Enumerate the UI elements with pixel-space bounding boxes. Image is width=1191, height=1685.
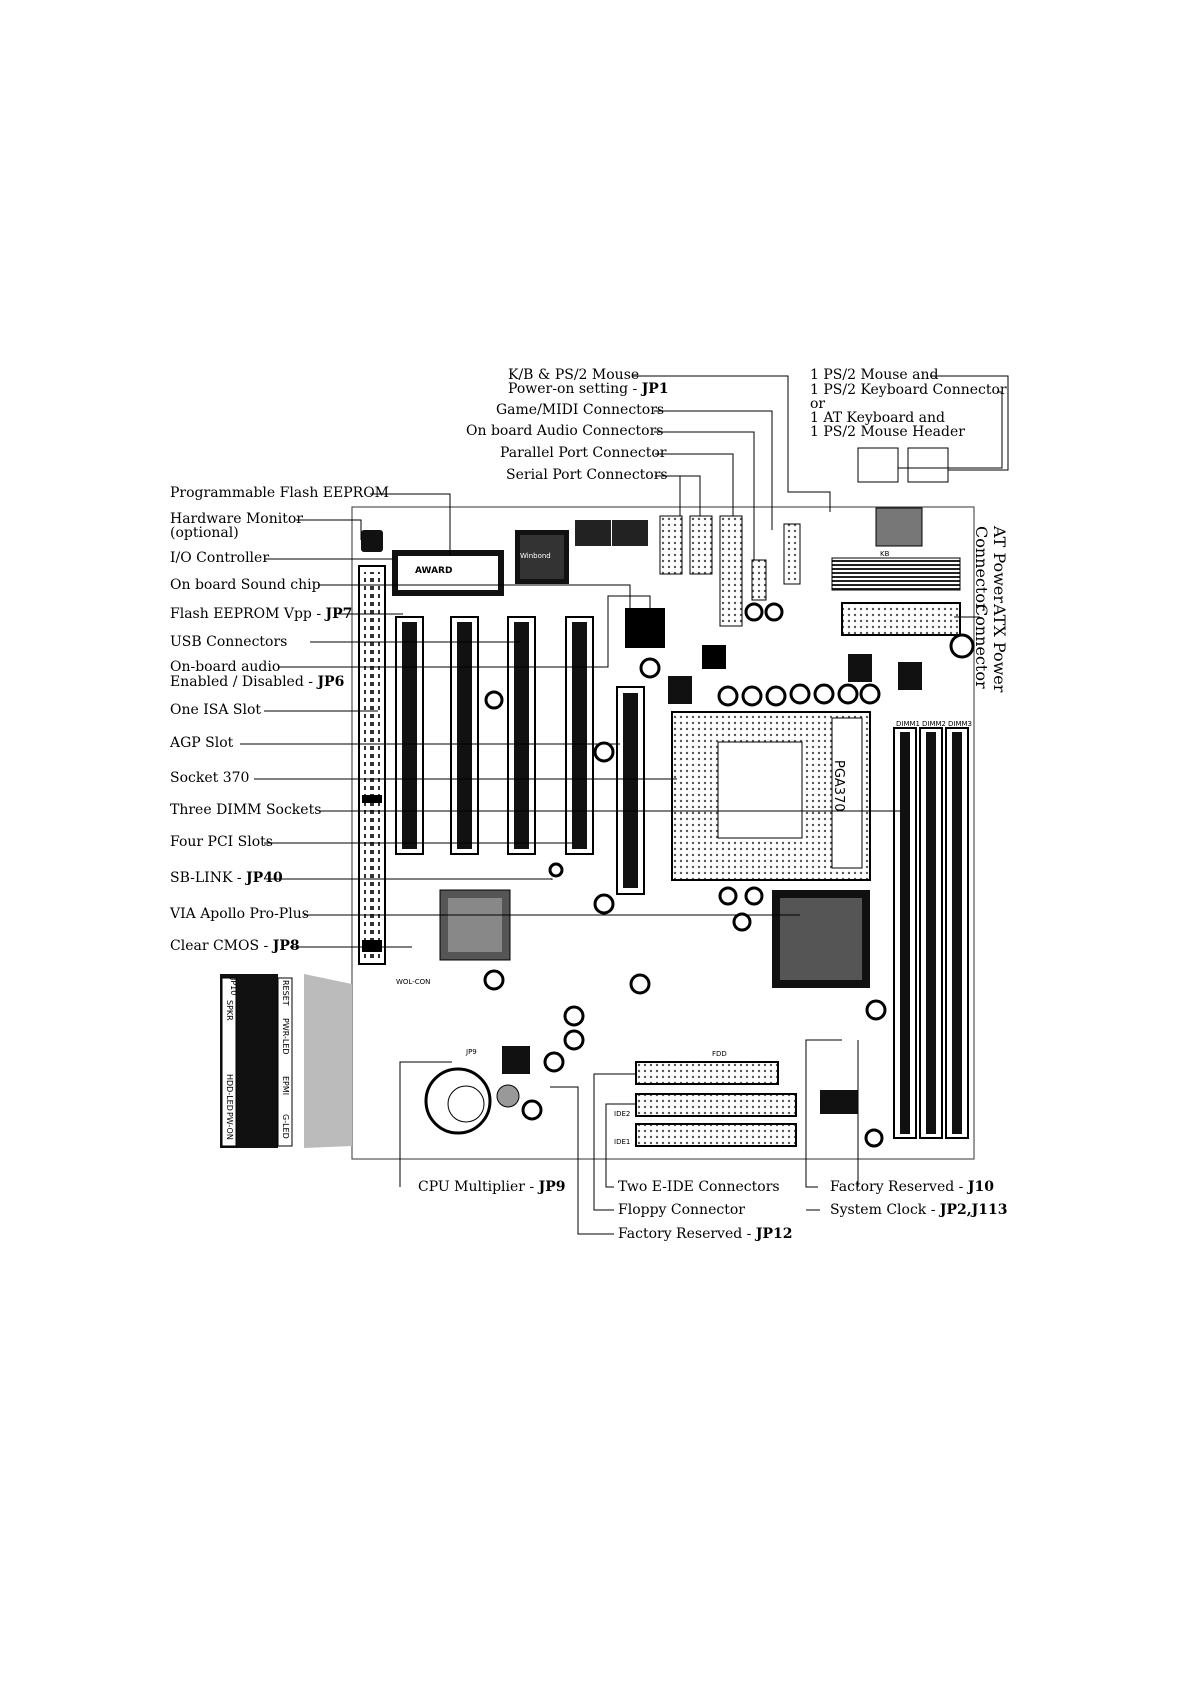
label-socket-370: Socket 370 <box>170 770 250 786</box>
label-at-power: AT Power <box>990 526 1009 603</box>
agp-slot <box>616 686 645 895</box>
isa-slot <box>358 565 386 965</box>
winbond-text: Winbond <box>520 552 551 560</box>
dimm2-text: DIMM2 <box>922 720 946 728</box>
label-ps2-1: 1 PS/2 Mouse and <box>810 367 939 383</box>
label-via-apollo: VIA Apollo Pro-Plus <box>170 906 309 922</box>
label-at-power-connector: Connector <box>972 526 991 611</box>
wol-text: WOL-CON <box>396 978 431 986</box>
label-sblink: SB-LINK - JP40 <box>170 870 283 886</box>
pci-slots <box>395 616 594 855</box>
label-clear-cmos: Clear CMOS - JP8 <box>170 938 300 954</box>
small-chip <box>702 645 726 669</box>
label-atx-power-connector: Connector <box>972 604 991 689</box>
panel-pwr-led: PWR-LED <box>281 1018 290 1055</box>
jp9-text: JP9 <box>466 1048 477 1056</box>
via-southbridge <box>772 890 870 988</box>
serial-header-1 <box>659 515 683 575</box>
label-io-controller: I/O Controller <box>170 550 270 566</box>
label-game-midi: Game/MIDI Connectors <box>496 402 665 418</box>
label-hardware-monitor-optional: (optional) <box>170 525 239 541</box>
label-kb-mouse: K/B & PS/2 Mouse <box>508 367 640 383</box>
fdd-connector <box>635 1061 779 1085</box>
sound-chip <box>625 608 665 648</box>
label-system-clock: System Clock - JP2,J113 <box>830 1202 1008 1218</box>
label-ps2-3: 1 AT Keyboard and <box>810 410 945 426</box>
label-hardware-monitor: Hardware Monitor <box>170 511 303 527</box>
kb-text: KB <box>880 550 890 558</box>
panel-gled: G-LED <box>281 1114 290 1139</box>
crystal <box>820 1090 858 1114</box>
label-onboard-audio-jp6: Enabled / Disabled - JP6 <box>170 674 345 690</box>
ps2-connector-2 <box>907 447 949 483</box>
panel-reset: RESET <box>281 980 290 1006</box>
parallel-header <box>719 515 743 627</box>
label-ps2-4: 1 PS/2 Mouse Header <box>810 424 965 440</box>
label-audio-connectors: On board Audio Connectors <box>466 423 664 439</box>
dimm1-text: DIMM1 <box>896 720 920 728</box>
at-power-connector <box>831 557 961 591</box>
label-agp-slot: AGP Slot <box>170 735 234 751</box>
ide1-connector <box>635 1123 797 1147</box>
label-atx-power: ATX Power <box>990 604 1009 693</box>
socket-370 <box>671 711 871 881</box>
dimm-sockets <box>893 727 969 1139</box>
label-flash-vpp: Flash EEPROM Vpp - JP7 <box>170 606 353 622</box>
label-sound-chip: On board Sound chip <box>170 577 321 593</box>
top-chip-2 <box>612 520 648 546</box>
atx-power-connector <box>841 602 961 636</box>
capacitors <box>483 602 975 1148</box>
label-isa-slot: One ISA Slot <box>170 702 262 718</box>
label-dimm: Three DIMM Sockets <box>170 802 322 818</box>
label-usb: USB Connectors <box>170 634 288 650</box>
label-serial: Serial Port Connectors <box>506 467 668 483</box>
ide2-text: IDE2 <box>614 1110 631 1118</box>
leader-lines <box>240 375 1009 1235</box>
panel-spkr: SPKR <box>225 1000 234 1021</box>
ps2-connector-1 <box>857 447 899 483</box>
label-kb-mouse-jp1: Power-on setting - JP1 <box>508 381 669 397</box>
label-ps2-or: or <box>810 396 826 412</box>
io-controller-chip <box>515 530 569 584</box>
label-floppy: Floppy Connector <box>618 1202 745 1218</box>
game-header <box>783 523 801 585</box>
top-chip-1 <box>575 520 611 546</box>
pga370-text: PGA370 <box>831 760 846 812</box>
bios-award-text: AWARD <box>415 566 453 576</box>
front-panel-connector <box>220 974 352 1148</box>
panel-hdd-led: HDD-LED <box>225 1074 234 1111</box>
panel-jp10: JP10 <box>229 978 238 996</box>
panel-epmi: EPMI <box>281 1076 290 1096</box>
panel-pw-on: PW-ON <box>225 1112 234 1140</box>
label-eide: Two E-IDE Connectors <box>618 1179 780 1195</box>
regulator-1 <box>668 676 692 704</box>
bios-chip <box>392 550 504 596</box>
label-onboard-audio: On-board audio <box>170 659 281 675</box>
hardware-monitor-chip <box>361 530 383 552</box>
regulator-2 <box>848 654 872 682</box>
label-parallel: Parallel Port Connector <box>500 445 667 461</box>
dimm3-text: DIMM3 <box>948 720 972 728</box>
kb-connector <box>875 507 923 547</box>
label-pci: Four PCI Slots <box>170 834 273 850</box>
buzzer <box>496 1084 520 1108</box>
label-j10: Factory Reserved - J10 <box>830 1179 994 1195</box>
label-flash-eeprom: Programmable Flash EEPROM <box>170 485 390 501</box>
regulator-3 <box>898 662 922 690</box>
ide1-text: IDE1 <box>614 1138 631 1146</box>
ide2-connector <box>635 1093 797 1117</box>
fdd-text: FDD <box>712 1050 727 1058</box>
via-northbridge <box>439 889 511 961</box>
audio-header <box>751 559 767 601</box>
label-ps2-2: 1 PS/2 Keyboard Connector <box>810 382 1007 398</box>
label-jp12: Factory Reserved - JP12 <box>618 1226 793 1242</box>
serial-header-2 <box>689 515 713 575</box>
cmos-battery <box>424 1067 492 1135</box>
label-cpu-multiplier: CPU Multiplier - JP9 <box>418 1179 566 1195</box>
regulator-4 <box>502 1046 530 1074</box>
